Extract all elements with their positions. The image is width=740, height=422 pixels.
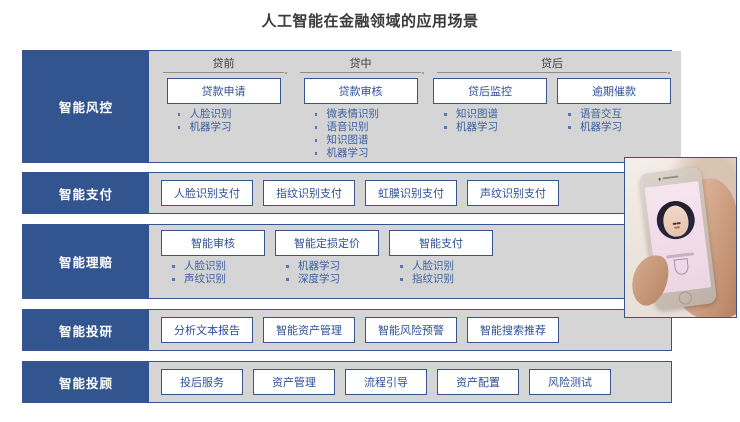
chip-post-loan-monitoring[interactable]: 贷后监控 bbox=[433, 78, 547, 104]
row-intelligent-payment: 智能支付 人脸识别支付 指纹识别支付 虹膜识别支付 声纹识别支付 bbox=[22, 172, 672, 214]
advisory-chip-strip: 投后服务 资产管理 流程引导 资产配置 风险测试 bbox=[149, 362, 671, 402]
row-label-payment: 智能支付 bbox=[23, 173, 149, 213]
group-head-pre-loan: 贷前 bbox=[212, 57, 235, 70]
payment-chip-strip: 人脸识别支付 指纹识别支付 虹膜识别支付 声纹识别支付 bbox=[149, 173, 671, 213]
bullets-overdue-collection: 语音交互 机器学习 bbox=[557, 108, 622, 134]
sub-loan-application: 贷款申请 人脸识别 机器学习 bbox=[166, 78, 281, 134]
chip-fingerprint-payment[interactable]: 指纹识别支付 bbox=[263, 180, 355, 206]
eye-right bbox=[676, 222, 681, 225]
row-intelligent-claims: 智能理赔 智能审核 人脸识别 声纹识别 智能定损定价 机器学习 深度学习 bbox=[22, 224, 672, 299]
bullets-intelligent-payment: 人脸识别 指纹识别 bbox=[389, 260, 454, 286]
chip-risk-assessment[interactable]: 风险测试 bbox=[529, 369, 611, 395]
bullets-loan-review: 微表情识别 语音识别 知识图谱 机器学习 bbox=[304, 108, 380, 160]
bullet-item: 知识图谱 bbox=[443, 108, 498, 121]
chip-loan-review[interactable]: 贷款审核 bbox=[303, 78, 418, 104]
phone-speaker bbox=[662, 175, 679, 180]
chip-intelligent-search-recommendation[interactable]: 智能搜索推荐 bbox=[467, 317, 559, 343]
row-body-research: 分析文本报告 智能资产管理 智能风险预警 智能搜索推荐 bbox=[149, 310, 671, 350]
row-body-advisory: 投后服务 资产管理 流程引导 资产配置 风险测试 bbox=[149, 362, 671, 402]
bullet-item: 人脸识别 bbox=[399, 260, 454, 273]
chip-loan-application[interactable]: 贷款申请 bbox=[166, 78, 281, 104]
group-rule-during-loan bbox=[300, 72, 424, 74]
col-intelligent-loss-assessment: 智能定损定价 机器学习 深度学习 bbox=[275, 230, 379, 298]
group-cols-during-loan: 贷款审核 微表情识别 语音识别 知识图谱 机器学习 bbox=[292, 78, 429, 160]
row-body-payment: 人脸识别支付 指纹识别支付 虹膜识别支付 声纹识别支付 bbox=[149, 173, 671, 213]
chip-post-investment-service[interactable]: 投后服务 bbox=[161, 369, 243, 395]
bullet-item: 深度学习 bbox=[285, 273, 340, 286]
group-head-during-loan: 贷中 bbox=[349, 57, 372, 70]
chip-intelligent-review[interactable]: 智能审核 bbox=[161, 230, 265, 256]
col-intelligent-payment: 智能支付 人脸识别 指纹识别 bbox=[389, 230, 493, 298]
group-post-loan: 贷后 贷后监控 知识图谱 机器学习 逾期催款 bbox=[429, 55, 675, 162]
row-label-claims: 智能理赔 bbox=[23, 225, 149, 298]
bullets-post-loan-monitoring: 知识图谱 机器学习 bbox=[433, 108, 498, 134]
row-body-claims: 智能审核 人脸识别 声纹识别 智能定损定价 机器学习 深度学习 智能支付 bbox=[149, 225, 671, 298]
bullet-item: 语音识别 bbox=[314, 121, 380, 134]
sub-loan-review: 贷款审核 微表情识别 语音识别 知识图谱 机器学习 bbox=[303, 78, 418, 160]
claims-columns: 智能审核 人脸识别 声纹识别 智能定损定价 机器学习 深度学习 智能支付 bbox=[149, 225, 671, 298]
bullet-item: 人脸识别 bbox=[171, 260, 226, 273]
bullet-item: 知识图谱 bbox=[314, 134, 380, 147]
row-intelligent-risk-control: 智能风控 贷前 贷款申请 人脸识别 机器学习 bbox=[22, 50, 681, 163]
row-label-advisory: 智能投顾 bbox=[23, 362, 149, 402]
group-pre-loan: 贷前 贷款申请 人脸识别 机器学习 bbox=[155, 55, 292, 162]
app-brand-icon bbox=[673, 257, 690, 276]
col-intelligent-review: 智能审核 人脸识别 声纹识别 bbox=[161, 230, 265, 298]
bullet-item: 机器学习 bbox=[567, 121, 622, 134]
group-rule-post-loan bbox=[437, 72, 670, 74]
chip-asset-management[interactable]: 资产管理 bbox=[253, 369, 335, 395]
screen-caption-blur bbox=[665, 252, 695, 259]
group-cols-pre-loan: 贷款申请 人脸识别 机器学习 bbox=[155, 78, 292, 134]
row-intelligent-research: 智能投研 分析文本报告 智能资产管理 智能风险预警 智能搜索推荐 bbox=[22, 309, 672, 351]
chip-intelligent-risk-alert[interactable]: 智能风险预警 bbox=[365, 317, 457, 343]
group-cols-post-loan: 贷后监控 知识图谱 机器学习 逾期催款 语音交互 机器学习 bbox=[429, 78, 675, 134]
phone-front-camera-icon bbox=[658, 177, 661, 181]
risk-control-groups: 贷前 贷款申请 人脸识别 机器学习 贷中 bbox=[149, 51, 681, 162]
face-scan-ring bbox=[654, 199, 697, 242]
research-chip-strip: 分析文本报告 智能资产管理 智能风险预警 智能搜索推荐 bbox=[149, 310, 671, 350]
chip-intelligent-payment[interactable]: 智能支付 bbox=[389, 230, 493, 256]
chip-process-guidance[interactable]: 流程引导 bbox=[345, 369, 427, 395]
bullets-loan-application: 人脸识别 机器学习 bbox=[167, 108, 232, 134]
home-button-icon bbox=[678, 290, 693, 306]
group-rule-pre-loan bbox=[163, 72, 287, 74]
chip-iris-payment[interactable]: 虹膜识别支付 bbox=[365, 180, 457, 206]
row-body-risk-control: 贷前 贷款申请 人脸识别 机器学习 贷中 bbox=[149, 51, 681, 162]
bullet-item: 指纹识别 bbox=[399, 273, 454, 286]
page-title: 人工智能在金融领域的应用场景 bbox=[261, 12, 479, 30]
chip-intelligent-asset-management[interactable]: 智能资产管理 bbox=[263, 317, 355, 343]
chip-overdue-collection[interactable]: 逾期催款 bbox=[557, 78, 671, 104]
chip-intelligent-loss-assessment[interactable]: 智能定损定价 bbox=[275, 230, 379, 256]
bullet-item: 声纹识别 bbox=[171, 273, 226, 286]
row-label-research: 智能投研 bbox=[23, 310, 149, 350]
chip-asset-allocation[interactable]: 资产配置 bbox=[437, 369, 519, 395]
sub-overdue-collection: 逾期催款 语音交互 机器学习 bbox=[557, 78, 671, 134]
bullet-item: 机器学习 bbox=[314, 147, 380, 160]
chip-text-report-analysis[interactable]: 分析文本报告 bbox=[161, 317, 253, 343]
bullet-item: 语音交互 bbox=[567, 108, 622, 121]
mouth-shape bbox=[673, 226, 680, 230]
bullet-item: 机器学习 bbox=[285, 260, 340, 273]
bullets-intelligent-review: 人脸识别 声纹识别 bbox=[161, 260, 226, 286]
row-intelligent-advisory: 智能投顾 投后服务 资产管理 流程引导 资产配置 风险测试 bbox=[22, 361, 672, 403]
face-recognition-phone-photo bbox=[624, 157, 737, 318]
group-during-loan: 贷中 贷款审核 微表情识别 语音识别 知识图谱 机器学习 bbox=[292, 55, 429, 162]
sub-post-loan-monitoring: 贷后监控 知识图谱 机器学习 bbox=[433, 78, 547, 134]
bullet-item: 微表情识别 bbox=[314, 108, 379, 121]
chip-voiceprint-payment[interactable]: 声纹识别支付 bbox=[467, 180, 559, 206]
chip-face-recognition-payment[interactable]: 人脸识别支付 bbox=[161, 180, 253, 206]
row-label-risk-control: 智能风控 bbox=[23, 51, 149, 162]
group-head-post-loan: 贷后 bbox=[541, 57, 563, 70]
bullets-intelligent-loss-assessment: 机器学习 深度学习 bbox=[275, 260, 340, 286]
bullet-item: 机器学习 bbox=[443, 121, 498, 134]
bullet-item: 机器学习 bbox=[177, 121, 232, 134]
bullet-item: 人脸识别 bbox=[177, 108, 232, 121]
